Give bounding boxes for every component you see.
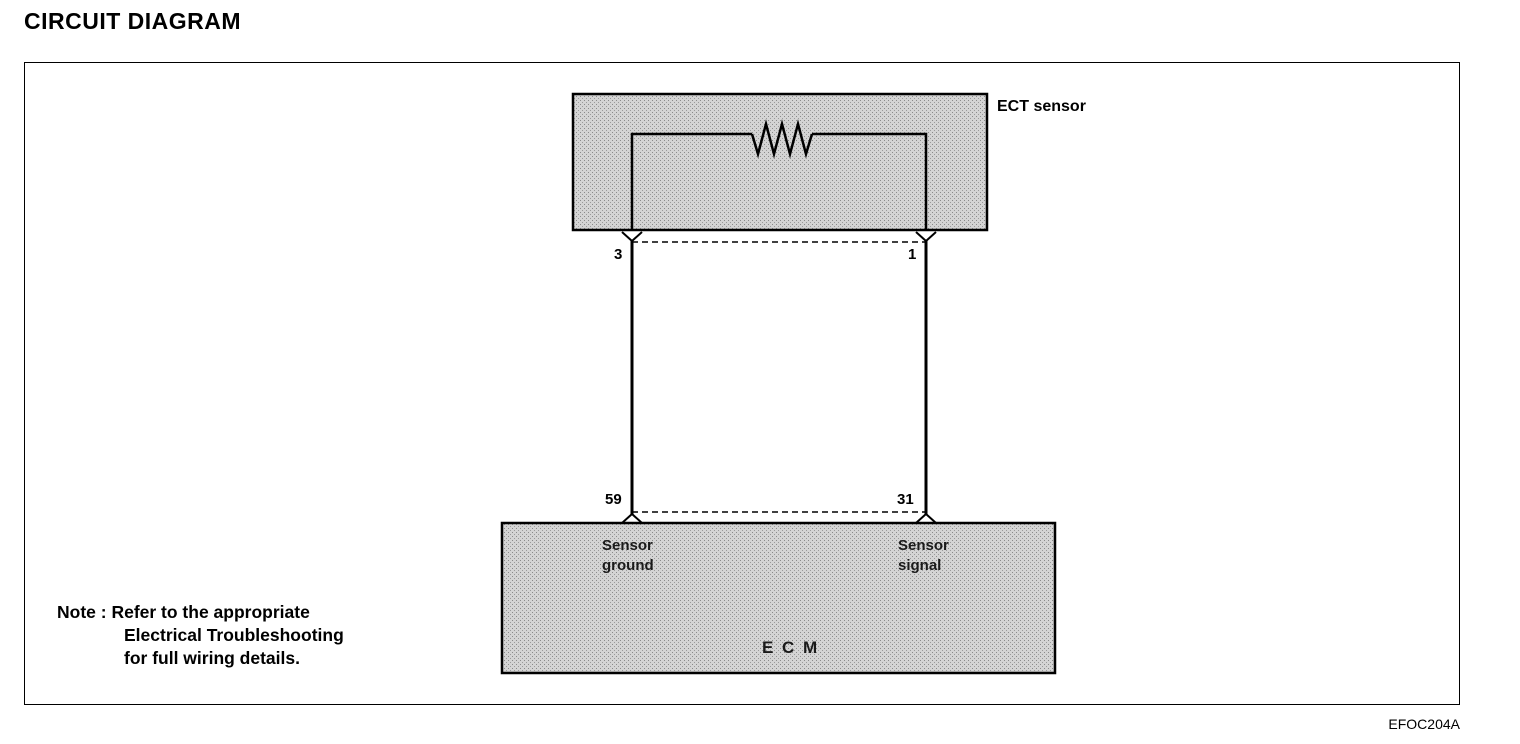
diagram-frame xyxy=(24,62,1460,705)
ecm-pin-ground-number: 59 xyxy=(605,491,622,508)
note-line-2: Electrical Troubleshooting xyxy=(124,625,344,645)
ecm-pin-59-connector xyxy=(621,512,643,524)
sensor-pin-signal-number: 1 xyxy=(908,246,917,263)
note-line-1: Refer to the appropriate xyxy=(111,602,310,622)
ecm-pin-signal-number: 31 xyxy=(897,491,914,508)
ect-sensor-box xyxy=(571,92,989,232)
thermistor-resistor xyxy=(750,119,814,159)
ecm-label: E C M xyxy=(762,638,820,657)
note-line-3: for full wiring details. xyxy=(124,648,300,668)
sensor-pin-ground-number: 3 xyxy=(614,246,623,263)
note-prefix: Note : xyxy=(57,602,107,622)
ect-sensor-label: ECT sensor xyxy=(997,98,1086,115)
sensor-internal-wire-right xyxy=(812,132,928,230)
page-title: CIRCUIT DIAGRAM xyxy=(24,8,242,34)
ecm-sensor-signal-label: Sensor signal xyxy=(898,537,949,574)
sensor-internal-wire-left xyxy=(630,132,752,230)
ecm-sensor-ground-label: Sensor ground xyxy=(602,537,654,574)
sensor-pin-1-connector xyxy=(915,231,937,243)
sensor-pin-3-connector xyxy=(621,231,643,243)
wiring-note: Note : Refer to the appropriate Electric… xyxy=(57,601,344,670)
ecm-box xyxy=(500,521,1057,675)
figure-code: EFOC204A xyxy=(1388,716,1460,732)
ecm-pin-31-connector xyxy=(915,512,937,524)
